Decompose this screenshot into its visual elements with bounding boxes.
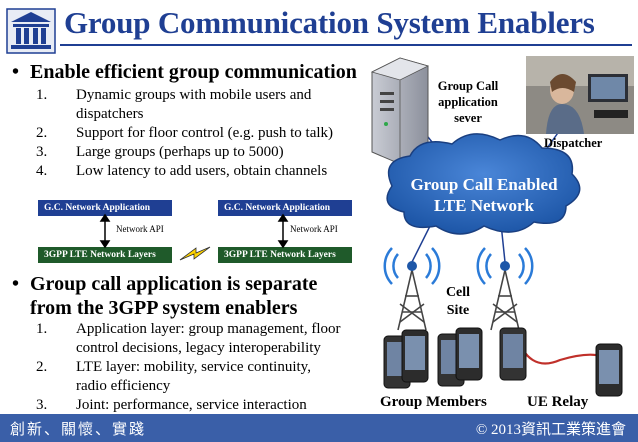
bullet-dot: • [12,61,20,83]
dispatcher-photo [526,56,634,134]
title-divider [60,44,632,46]
list-item: 1.Dynamic groups with mobile users and [36,87,312,103]
bullet-2-list: 1.Application layer: group management, f… [36,320,376,415]
bullet-2: •Group call application is separate from… [12,273,318,319]
list-item: 3.Joint: performance, service interactio… [36,397,307,413]
footer-copyright: © 2013資訊工業策進會 [475,422,626,438]
right-lte-layer: 3GPP LTE Network Layers [218,247,352,263]
list-item-continuation: control decisions, legacy interoperabili… [76,340,321,356]
list-item: 2.LTE layer: mobility, service continuit… [36,359,311,375]
columned-building-icon [6,8,56,54]
right-api-label: Network API [290,224,338,234]
cloud-label: Group Call Enabled LTE Network [410,175,558,215]
cell-antenna-dot [500,261,510,271]
left-lte-layer: 3GPP LTE Network Layers [38,247,172,263]
server-icon [370,57,430,165]
list-item-continuation: radio efficiency [76,378,171,394]
list-item: 3.Large groups (perhaps up to 5000) [36,144,284,160]
group-members-label: Group Members [380,394,487,410]
left-app-layer: G.C. Network Application [38,200,172,216]
bullet-1: • Enable efficient group communication [12,60,357,84]
server-label: Group Call application sever [437,79,499,125]
list-item: 4.Low latency to add users, obtain chann… [36,163,328,179]
cell-tower-icon [397,269,427,331]
cell-site-label: Cell Site [445,285,471,318]
phone-icon [455,327,483,381]
bullet-1-list: 1.Dynamic groups with mobile users and d… [36,86,366,181]
list-item: 1.Application layer: group management, f… [36,321,341,337]
list-item-continuation: dispatchers [76,106,144,122]
radio-waves-icon [476,247,534,285]
lte-cloud-icon [386,133,581,235]
bullet-1-text: Enable efficient group communication [30,61,357,83]
phone-icon [595,343,623,397]
ue-relay-label: UE Relay [527,394,589,410]
radio-waves-icon [383,247,441,285]
cell-tower-icon [490,269,520,331]
page-title: Group Communication System Enablers [64,5,595,40]
bullet-dot: • [12,273,20,295]
left-api-label: Network API [116,224,164,234]
phone-icon [499,327,527,381]
footer-bar [0,414,638,442]
list-item: 2.Support for floor control (e.g. push t… [36,125,334,141]
footer-slogan: 創新、關懷、實踐 [10,422,147,438]
dispatcher-label: Dispatcher [544,136,603,150]
relay-link [513,331,603,365]
cell-antenna-dot [407,261,417,271]
phone-icon [401,329,429,383]
right-app-layer: G.C. Network Application [218,200,352,216]
